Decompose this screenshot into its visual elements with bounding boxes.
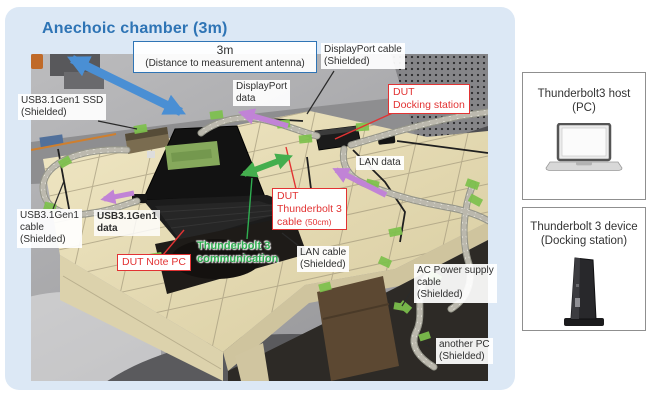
label-usb-data: USB3.1Gen1 data <box>94 210 161 237</box>
label-dut-docking-station: DUT Docking station <box>388 84 470 114</box>
label-ac-power-cable: AC Power supply cable (Shielded) <box>414 264 497 303</box>
table-left-face <box>60 255 223 381</box>
legend-host-box: Thunderbolt3 host (PC) <box>522 72 646 200</box>
legend-host-caption: Thunderbolt3 host (PC) <box>537 88 631 115</box>
label-another-pc: another PC (Shielded) <box>436 338 493 365</box>
label-measurement-distance: 3m (Distance to measurement antenna) <box>133 41 317 73</box>
label-displayport-cable: DisplayPort cable (Shielded) <box>321 43 405 70</box>
label-usb-cable: USB3.1Gen1 cable (Shielded) <box>17 209 82 248</box>
label-displayport-data: DisplayPort data <box>233 80 291 107</box>
laptop-icon <box>523 122 645 180</box>
table-front-face <box>223 222 488 371</box>
orange-floor-cable <box>31 133 117 151</box>
label-thunderbolt-communication: Thunderbolt 3 communication <box>197 240 279 266</box>
label-lan-data: LAN data <box>356 156 404 171</box>
label-dut-note-pc: DUT Note PC <box>117 254 191 271</box>
legend-device-caption: Thunderbolt 3 device (Docking station) <box>530 221 638 248</box>
wooden-box <box>317 276 399 381</box>
orange-equipment <box>31 54 43 69</box>
docking-station-icon <box>523 256 645 335</box>
panel-title: Anechoic chamber (3m) <box>42 20 228 37</box>
table-leg <box>235 343 269 381</box>
label-usb-ssd: USB3.1Gen1 SSD (Shielded) <box>18 94 107 121</box>
label-dut-thunderbolt-cable: DUT Thunderbolt 3 cable (50cm) <box>272 188 347 231</box>
legend-device-box: Thunderbolt 3 device (Docking station) <box>522 207 646 331</box>
label-lan-cable: LAN cable (Shielded) <box>297 246 350 273</box>
